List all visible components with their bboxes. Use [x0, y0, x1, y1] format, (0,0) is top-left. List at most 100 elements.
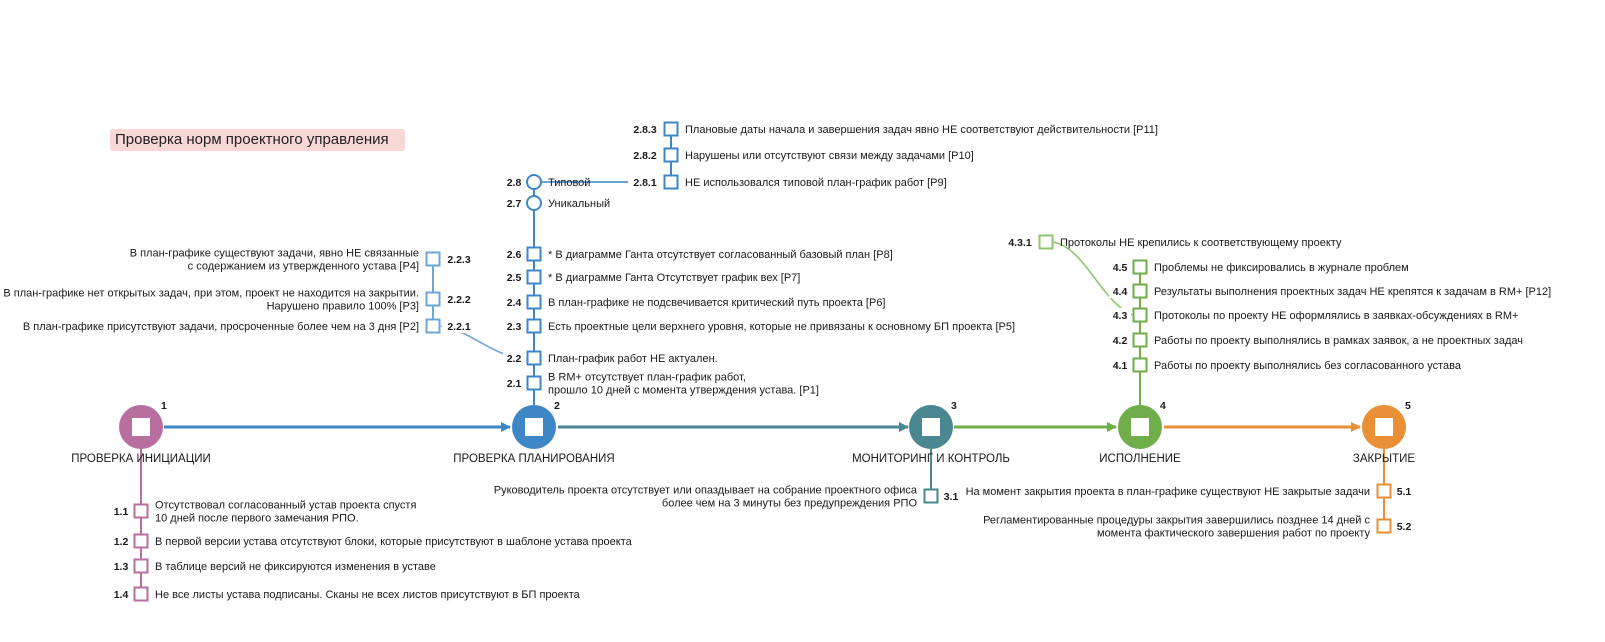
item-number-bg-2-8-1 — [628, 175, 662, 189]
stage-number-5: 5 — [1405, 400, 1411, 412]
item-node-2-7 — [526, 195, 542, 211]
item-number-bg-4-3 — [1109, 308, 1131, 322]
item-number-2-6: 2.6 — [507, 249, 522, 261]
item-number-4-4: 4.4 — [1113, 286, 1128, 298]
item-text-4-1: Работы по проекту выполнялись без соглас… — [1154, 360, 1462, 372]
item-text-4-3-1: Протоколы НЕ крепились к соответствующем… — [1060, 237, 1342, 249]
item-box-2-2-2 — [425, 291, 441, 307]
item-number-bg-1-4 — [110, 587, 132, 601]
item-text-2-8: Типовой — [548, 177, 590, 189]
item-number-2-2-2: 2.2.2 — [447, 294, 471, 306]
item-number-1-4: 1.4 — [114, 589, 129, 601]
stage-label-2: ПРОВЕРКА ПЛАНИРОВАНИЯ — [453, 453, 614, 465]
item-text-4-5: Проблемы не фиксировались в журнале проб… — [1154, 262, 1409, 274]
item-box-4-1 — [1132, 357, 1148, 373]
item-number-bg-2-2-3 — [442, 252, 476, 266]
item-text-3-1-line2: более чем на 3 минуты без предупреждения… — [662, 498, 918, 510]
item-number-bg-2-2-2 — [442, 292, 476, 306]
item-number-bg-2-1 — [503, 376, 525, 390]
item-box-4-2 — [1132, 332, 1148, 348]
item-box-2-2-3 — [425, 251, 441, 267]
item-number-bg-2-8-2 — [628, 148, 662, 162]
item-number-bg-1-3 — [110, 559, 132, 573]
item-text-4-3: Протоколы по проекту НЕ оформлялись в за… — [1154, 310, 1518, 322]
stage-number-1: 1 — [161, 400, 167, 412]
stage-label-5: ЗАКРЫТИЕ — [1353, 453, 1415, 465]
item-number-1-1: 1.1 — [114, 506, 129, 518]
item-box-2-2-1 — [425, 318, 441, 334]
item-text-2-5: * В диаграмме Ганта Отсутствует график в… — [548, 272, 800, 284]
item-number-bg-2-2-1 — [442, 319, 476, 333]
item-number-bg-1-1 — [110, 504, 132, 518]
item-text-5-2-line2: момента фактического завершения работ по… — [1097, 528, 1370, 540]
item-box-2-8-2 — [663, 147, 679, 163]
item-number-bg-2-5 — [503, 270, 525, 284]
item-number-bg-4-1 — [1109, 358, 1131, 372]
stage-number-3: 3 — [951, 400, 957, 412]
item-text-1-1-line1: Отсутствовал согласованный устав проекта… — [155, 500, 416, 512]
item-text-2-8-1: НЕ использовался типовой план-график раб… — [685, 177, 947, 189]
item-text-3-1-line1: Руководитель проекта отсутствует или опа… — [494, 485, 918, 497]
item-text-2-1-line2: прошло 10 дней с момента утверждения уст… — [548, 385, 819, 397]
item-text-1-3: В таблице версий не фиксируются изменени… — [155, 561, 436, 573]
item-node-2-8 — [526, 174, 542, 190]
item-number-4-2: 4.2 — [1113, 335, 1128, 347]
item-number-bg-5-1 — [1393, 484, 1415, 498]
item-box-3-1 — [923, 488, 939, 504]
item-number-2-5: 2.5 — [507, 272, 522, 284]
item-box-5-2 — [1376, 518, 1392, 534]
item-number-bg-1-2 — [110, 534, 132, 548]
stage-node-square-5 — [1375, 418, 1393, 436]
item-number-bg-2-6 — [503, 247, 525, 261]
item-number-3-1: 3.1 — [944, 491, 959, 503]
item-box-2-5 — [526, 269, 542, 285]
item-text-1-1-line2: 10 дней после первого замечания РПО. — [155, 513, 359, 525]
item-number-5-2: 5.2 — [1397, 521, 1412, 533]
item-number-2-2: 2.2 — [507, 353, 522, 365]
item-text-2-7: Уникальный — [548, 198, 610, 210]
item-number-bg-4-3-1 — [1003, 235, 1037, 249]
item-number-bg-4-4 — [1109, 284, 1131, 298]
item-text-2-2-2-line1: В план-графике нет открытых задач, при э… — [3, 288, 419, 300]
item-text-2-8-3: Плановые даты начала и завершения задач … — [685, 124, 1158, 136]
stage-label-4: ИСПОЛНЕНИЕ — [1099, 453, 1181, 465]
item-box-4-5 — [1132, 259, 1148, 275]
item-number-bg-2-2 — [503, 351, 525, 365]
stage-label-3: МОНИТОРИНГ И КОНТРОЛЬ — [852, 453, 1010, 465]
item-text-1-4: Не все листы устава подписаны. Сканы не … — [155, 589, 581, 601]
stage-label-1: ПРОВЕРКА ИНИЦИАЦИИ — [71, 453, 211, 465]
item-text-5-1: На момент закрытия проекта в план-график… — [966, 486, 1370, 498]
item-box-2-1 — [526, 375, 542, 391]
item-text-2-2-2-line2: Нарушено правило 100% [P3] — [267, 301, 419, 313]
item-box-2-8-1 — [663, 174, 679, 190]
item-box-4-3 — [1132, 307, 1148, 323]
item-text-2-2-1: В план-графике присутствуют задачи, прос… — [23, 321, 419, 333]
item-box-5-1 — [1376, 483, 1392, 499]
item-number-1-3: 1.3 — [114, 561, 129, 573]
item-text-4-2: Работы по проекту выполнялись в рамках з… — [1154, 335, 1523, 347]
item-number-bg-2-3 — [503, 319, 525, 333]
item-number-2-2-1: 2.2.1 — [447, 321, 471, 333]
item-text-4-4: Результаты выполнения проектных задач НЕ… — [1154, 286, 1551, 298]
item-number-bg-2-7 — [503, 196, 525, 210]
item-number-4-3-1: 4.3.1 — [1008, 237, 1032, 249]
item-box-4-3-1 — [1038, 234, 1054, 250]
stage-node-square-1 — [132, 418, 150, 436]
item-number-2-3: 2.3 — [507, 321, 522, 333]
item-box-2-4 — [526, 294, 542, 310]
item-box-4-4 — [1132, 283, 1148, 299]
stage-number-4: 4 — [1160, 400, 1166, 412]
item-number-2-4: 2.4 — [507, 297, 522, 309]
item-text-2-2-3-line1: В план-графике существуют задачи, явно Н… — [130, 248, 419, 260]
item-box-2-3 — [526, 318, 542, 334]
item-box-1-4 — [133, 586, 149, 602]
item-box-1-1 — [133, 503, 149, 519]
item-box-1-2 — [133, 533, 149, 549]
item-number-2-2-3: 2.2.3 — [447, 254, 471, 266]
stage-node-square-4 — [1131, 418, 1149, 436]
item-text-2-8-2: Нарушены или отсутствуют связи между зад… — [685, 150, 974, 162]
item-box-2-8-3 — [663, 121, 679, 137]
stage-number-2: 2 — [554, 400, 560, 412]
item-number-bg-4-2 — [1109, 333, 1131, 347]
